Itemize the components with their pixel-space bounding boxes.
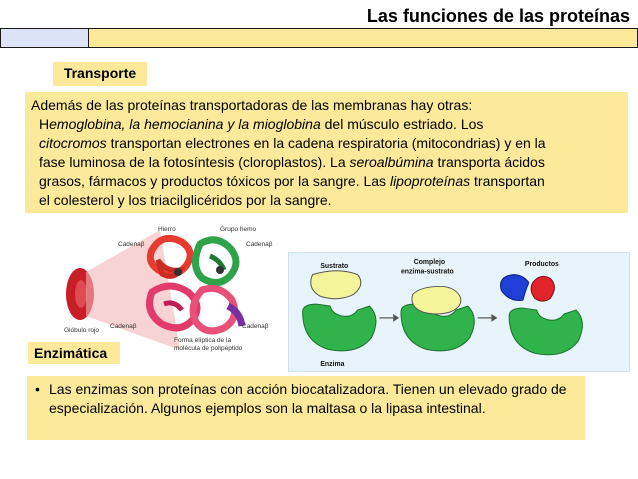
enzimatica-bullet-list: Las enzimas son proteínas con acción bio… (35, 380, 577, 418)
label-productos: Productos (525, 261, 559, 268)
label-grupo-hemo: Grupo hemo (220, 226, 257, 233)
hemoglobin-molecule (146, 234, 246, 335)
text-segment: fase luminosa de la fotosíntesis (clorop… (39, 154, 350, 170)
label-hierro: Hierro (158, 226, 176, 233)
substrate-shape (310, 270, 362, 300)
transporte-line-5: grasos, fármacos y productos tóxicos por… (31, 172, 624, 191)
label-cadena-2: Cadenaβ (246, 241, 273, 248)
italic-term-seroalbumina: seroalbúmina (349, 154, 434, 170)
label-cadena-4: Cadenaβ (242, 323, 269, 330)
label-sustrato: Sustrato (320, 263, 348, 270)
title-bar (0, 28, 638, 48)
italic-term-lipoproteinas: lipoproteínas (389, 173, 471, 189)
transporte-line-1: Además de las proteínas transportadoras … (31, 97, 473, 113)
italic-term-hemoglobina: emoglobina, la hemocianina y la mioglobi… (49, 116, 321, 132)
hemoglobin-figure: Hierro Grupo hemo Cadenaβ Cadenaβ Glóbul… (60, 220, 278, 358)
transporte-line-3: citocromos transportan electrones en la … (31, 134, 624, 153)
italic-term-citocromos: citocromos (39, 135, 107, 151)
enzimatica-bullet-item: Las enzimas son proteínas con acción bio… (35, 380, 577, 418)
product-red-shape (530, 275, 555, 302)
label-forma-eliptica-1: Forma elíptica de la (174, 337, 231, 344)
text-segment: del músculo estriado. Los (320, 116, 484, 132)
label-cadena-3: Cadenaβ (110, 323, 137, 330)
arrow-icon-2 (491, 313, 498, 322)
title-bar-left-block (1, 29, 89, 47)
text-segment: grasos, fármacos y productos tóxicos por… (39, 173, 390, 189)
arrow-icon-1 (393, 313, 400, 322)
enzyme-shape-3 (508, 307, 583, 356)
text-segment: transportan (470, 173, 545, 189)
product-blue-shape (500, 274, 530, 301)
transporte-text-box: Además de las proteínas transportadoras … (25, 92, 628, 213)
label-forma-eliptica-2: molécula de polipéptido (174, 345, 243, 352)
label-complejo-2: enzima-sustrato (401, 269, 454, 276)
label-globulo-rojo: Glóbulo rojo (64, 327, 99, 334)
text-segment: transporta ácidos (433, 154, 545, 170)
label-complejo-1: Complejo (414, 259, 445, 266)
label-enzima: Enzima (320, 361, 344, 368)
section-label-enzimatica: Enzimática (28, 342, 120, 364)
text-segment: transportan electrones en la cadena resp… (106, 135, 546, 151)
text-segment: H (39, 116, 50, 132)
enzyme-figure: Sustrato Complejo enzima-sustrato Produc… (288, 252, 630, 372)
label-cadena-1: Cadenaβ (118, 241, 145, 248)
enzimatica-text-box: Las enzimas son proteínas con acción bio… (27, 376, 585, 440)
transporte-line-2: Hemoglobina, la hemocianina y la mioglob… (31, 115, 624, 134)
slide-title: Las funciones de las proteínas (366, 6, 630, 26)
transporte-line-4: fase luminosa de la fotosíntesis (clorop… (31, 153, 624, 172)
substrate-bound-shape (411, 285, 462, 315)
enzyme-shape-1 (302, 303, 377, 352)
transporte-line-6: el colesterol y los triacilglicéridos po… (39, 192, 332, 208)
section-label-transporte: Transporte (53, 62, 147, 86)
